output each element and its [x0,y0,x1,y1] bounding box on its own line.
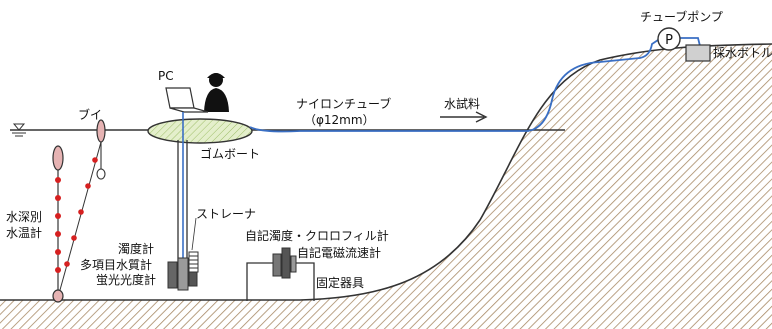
buoy-icon [59,119,106,291]
logger-instruments [272,247,297,279]
nylon-tube-line [249,39,659,133]
flow-arrow [440,111,488,123]
seabed-ground [0,44,772,329]
label-fluorometer: 蛍光光度計 [96,272,156,287]
tube-pump: P [657,27,681,51]
person-icon [204,73,229,112]
label-rubber-boat: ゴムボート [200,146,260,161]
leader-strainer [191,217,197,251]
label-fixture: 固定器具 [316,275,364,290]
label-pc: PC [158,69,174,83]
label-nylon-tube: ナイロンチューブ [296,96,391,111]
label-strainer: ストレーナ [196,207,256,221]
multi-instrument-cluster [167,257,198,291]
depth-thermometer-chain [52,145,64,303]
label-turbidity-meter: 濁度計 [118,241,154,256]
label-logger-turbidity: 自記濁度・クロロフィル計 [245,228,389,243]
label-multi-quality: 多項目水質計 [80,257,152,272]
label-depth-temp-2: 水温計 [6,225,42,240]
label-logger-current: 自記電磁流速計 [297,245,381,260]
water-level-icon [12,123,26,137]
rubber-boat [147,118,253,144]
label-water-sample: 水試料 [444,96,480,111]
label-depth-temp-1: 水深別 [6,210,42,224]
label-buoy: ブイ [78,107,102,122]
strainer-icon [188,251,199,273]
label-bottle: 採水ボトル [713,46,772,60]
label-pump: チューブポンプ [640,9,723,24]
label-tube-diameter: （φ12mm） [304,113,375,127]
tube-to-bottle [680,37,701,47]
laptop-icon [165,87,209,113]
pump-symbol: P [665,33,673,48]
sampling-bottle [685,44,711,62]
